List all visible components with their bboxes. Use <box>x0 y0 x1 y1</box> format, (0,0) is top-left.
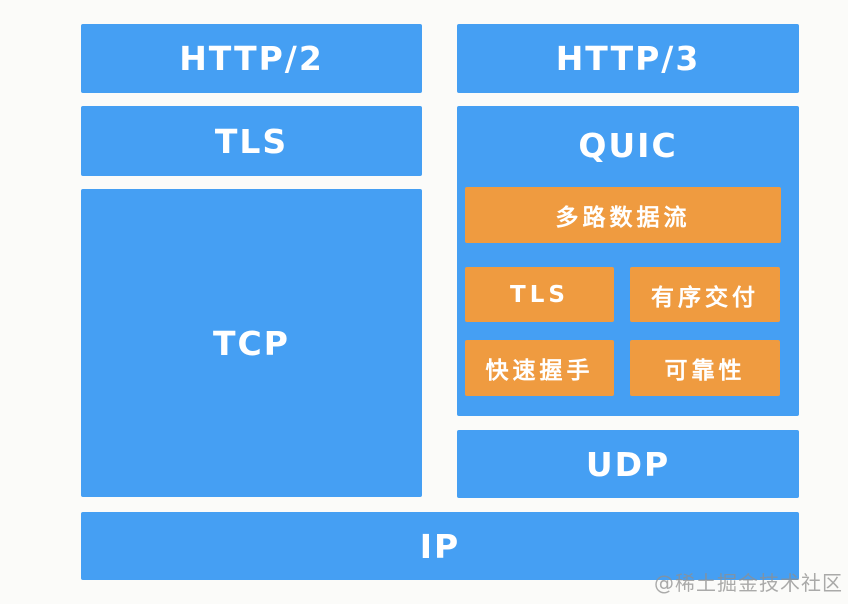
tls-layer-label: TLS <box>214 121 289 161</box>
quic-feature-ordered-delivery: 有序交付 <box>630 267 780 322</box>
tcp-layer-label: TCP <box>213 323 290 363</box>
quic-feature-multiplex-streams-label: 多路数据流 <box>555 205 691 231</box>
quic-layer-title: QUIC <box>457 106 799 184</box>
quic-feature-reliability-label: 可靠性 <box>664 358 746 384</box>
ip-layer-box: IP <box>81 512 799 580</box>
udp-layer-box: UDP <box>457 430 799 498</box>
http2-layer-label: HTTP/2 <box>179 39 324 78</box>
quic-feature-tls: TLS <box>465 267 614 322</box>
quic-feature-fast-handshake-label: 快速握手 <box>485 358 594 384</box>
http2-layer-box: HTTP/2 <box>81 24 422 93</box>
quic-layer-label: QUIC <box>578 125 678 165</box>
tls-layer-box: TLS <box>81 106 422 176</box>
ip-layer-label: IP <box>419 526 461 566</box>
quic-feature-fast-handshake: 快速握手 <box>465 340 614 396</box>
quic-feature-reliability: 可靠性 <box>630 340 780 396</box>
juejin-watermark: @稀土掘金技术社区 <box>654 571 843 595</box>
http3-layer-label: HTTP/3 <box>555 39 701 78</box>
tcp-layer-box: TCP <box>81 189 422 497</box>
quic-feature-tls-label: TLS <box>510 281 569 308</box>
quic-feature-ordered-delivery-label: 有序交付 <box>651 284 759 311</box>
http3-layer-box: HTTP/3 <box>457 24 799 93</box>
udp-layer-label: UDP <box>585 444 671 484</box>
quic-feature-multiplex-streams: 多路数据流 <box>465 187 781 243</box>
